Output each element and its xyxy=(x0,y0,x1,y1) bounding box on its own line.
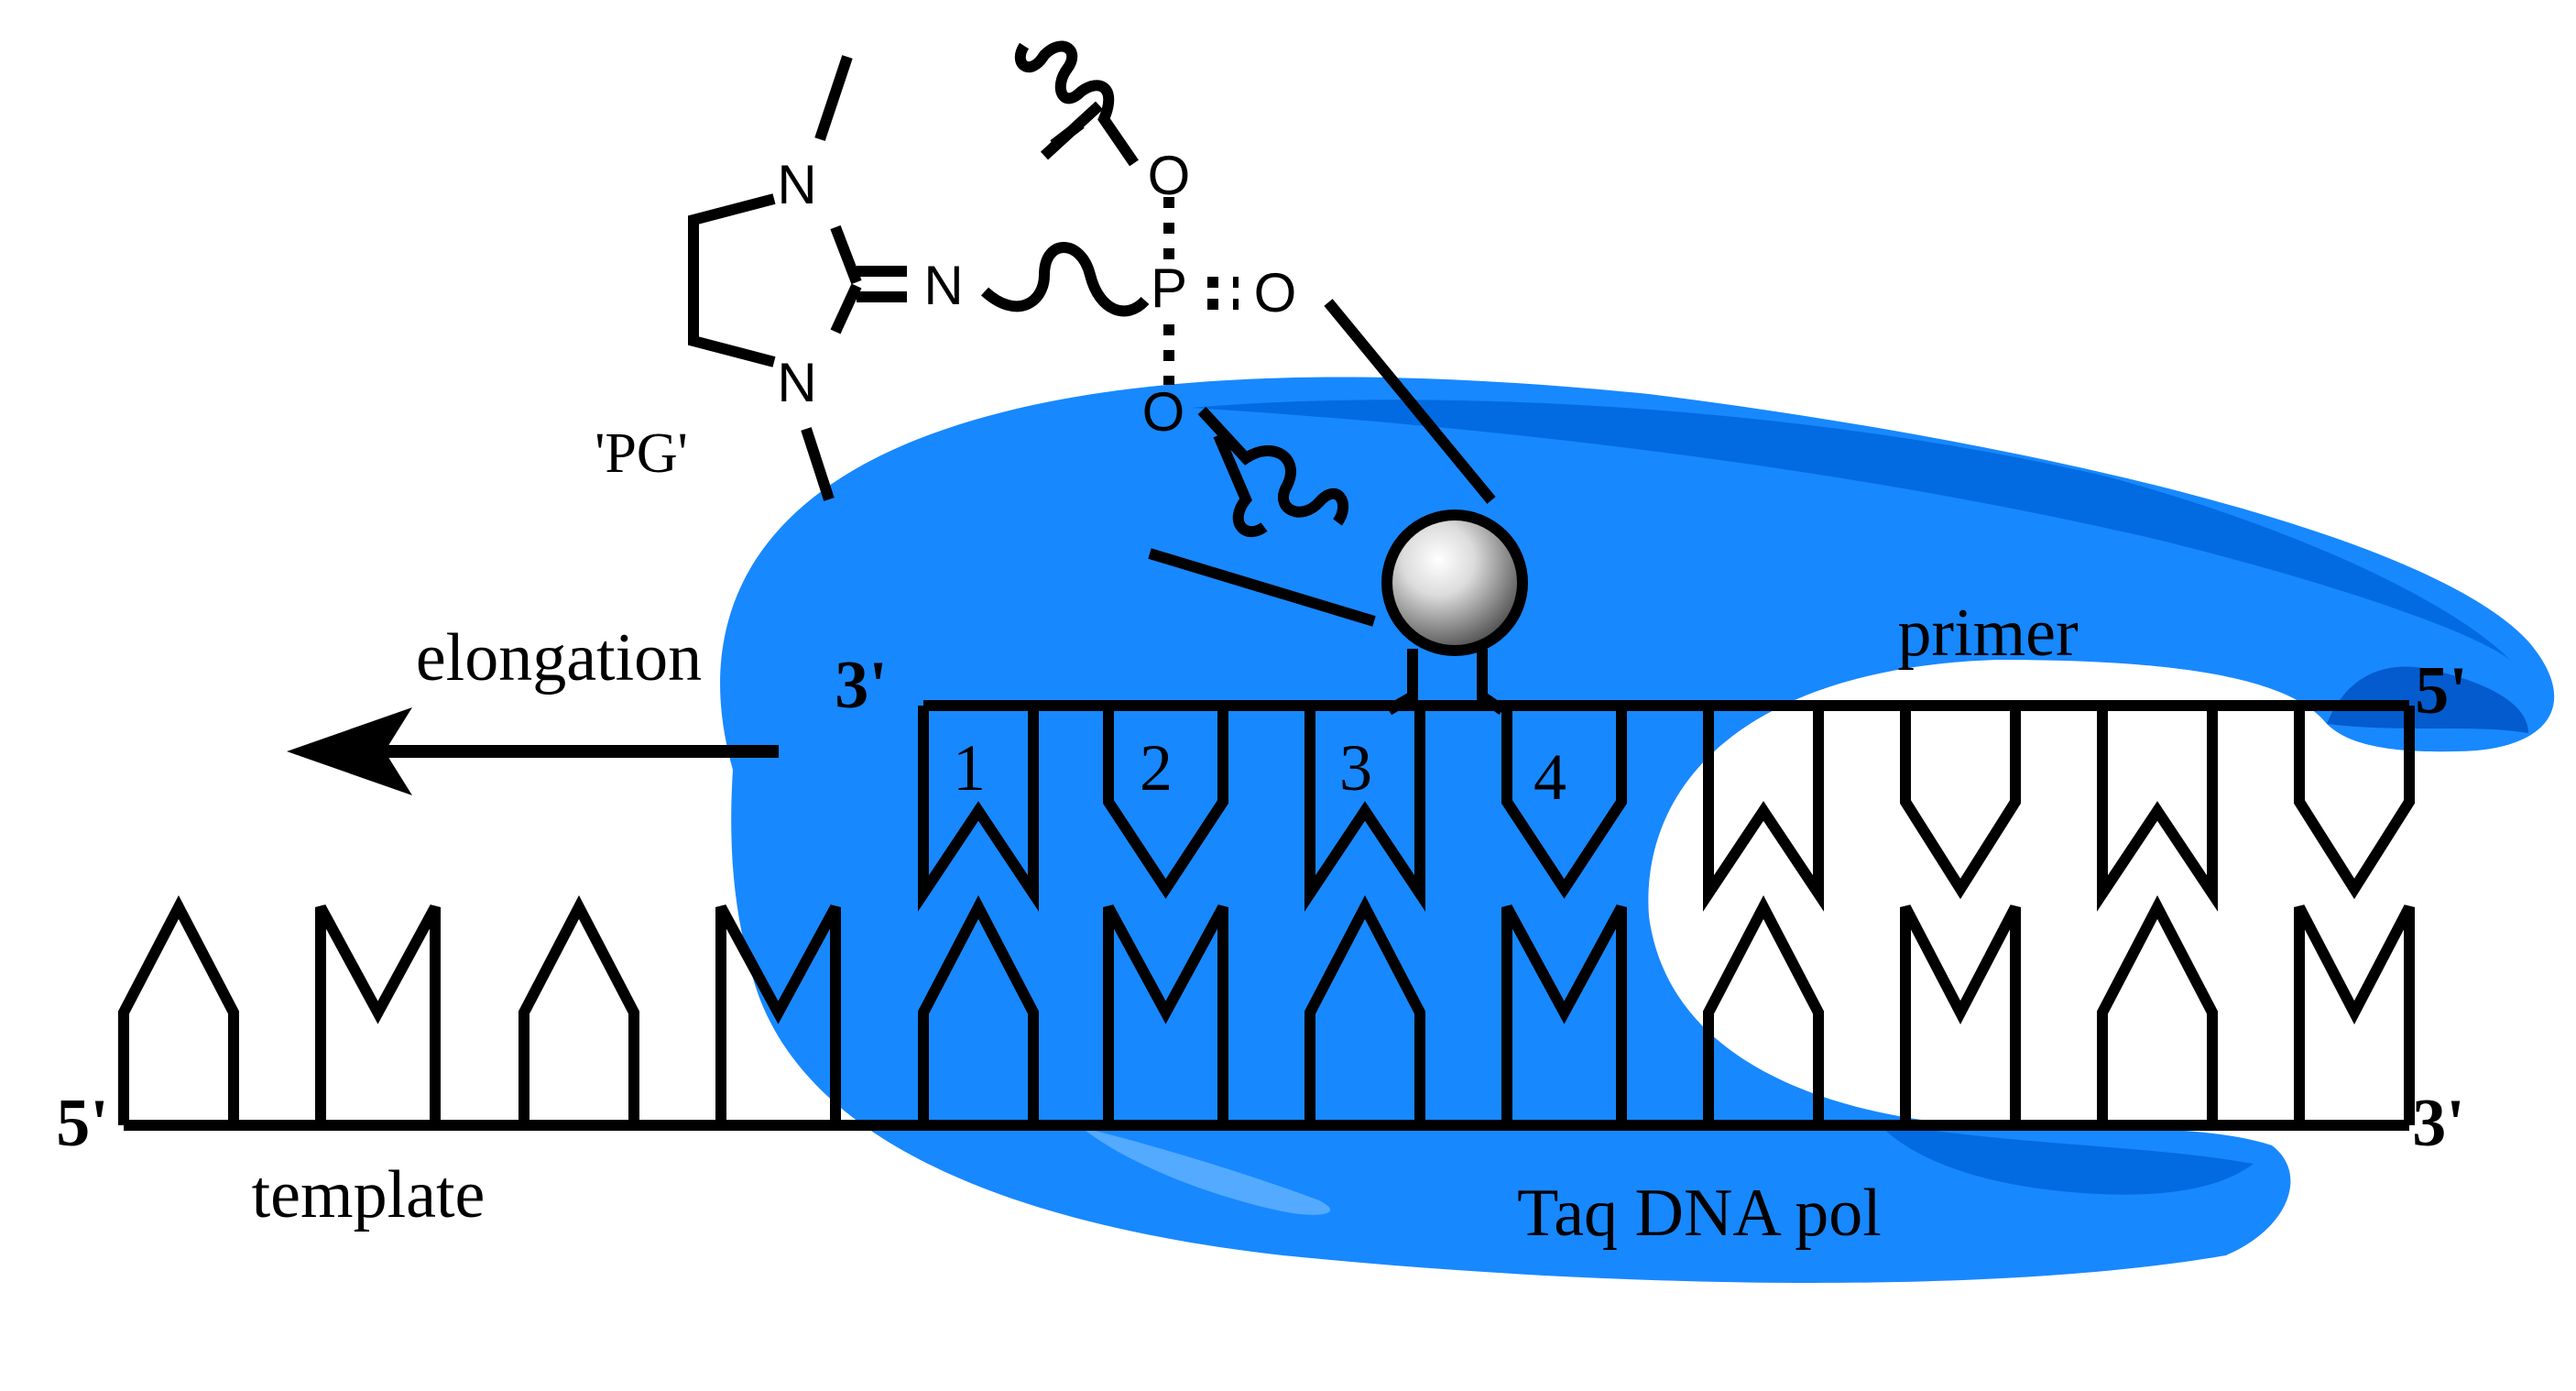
enzyme-shade-top xyxy=(1191,400,2510,660)
label-elongation: elongation xyxy=(416,620,702,696)
bond-n-top-c xyxy=(830,225,862,285)
atom-n-imine: N xyxy=(923,255,963,316)
bond-n-bottom-c xyxy=(830,283,862,334)
enzyme-highlight xyxy=(1081,1127,1331,1215)
label-primer: primer xyxy=(1897,596,2078,671)
atom-p: P xyxy=(1151,257,1187,319)
base-number-4: 4 xyxy=(1534,740,1566,814)
label-taq-dna-pol: Taq DNA pol xyxy=(1517,1176,1882,1251)
atom-o-top: O xyxy=(1148,145,1191,206)
atom-o-bottom: O xyxy=(1142,381,1185,443)
text-labels: elongation template primer Taq DNA pol '… xyxy=(56,422,2468,1251)
atom-n-bottom: N xyxy=(777,352,816,413)
phosphate-dots xyxy=(1163,197,1239,385)
label-template: template xyxy=(252,1157,486,1232)
enzyme-body xyxy=(720,377,2555,1284)
atom-labels: N N N P O O O xyxy=(777,145,1296,443)
linker-wavy xyxy=(980,242,1150,317)
taq-polymerase-shape xyxy=(720,377,2555,1284)
enzyme-shade-bottom xyxy=(1878,1123,2254,1195)
coordination-bond-left xyxy=(1148,548,1376,627)
atom-n-top: N xyxy=(777,154,816,215)
metal-ion-group xyxy=(1148,299,1528,716)
enzyme-shade-right xyxy=(2327,666,2528,733)
ring-left-bonds xyxy=(688,193,776,367)
label-template-5prime: 5' xyxy=(56,1086,109,1161)
atom-o-right: O xyxy=(1254,262,1297,323)
base-number-1: 1 xyxy=(953,731,986,805)
arrow-left-icon xyxy=(287,707,779,795)
label-primer-5prime: 5' xyxy=(2415,653,2468,728)
chemical-structure xyxy=(688,40,1349,538)
coordination-bond-upper xyxy=(1324,299,1496,504)
base-number-2: 2 xyxy=(1140,731,1173,805)
grey-sphere-icon xyxy=(1381,509,1528,656)
label-protecting-group: 'PG' xyxy=(595,422,688,485)
bond-methyl-bottom xyxy=(801,427,835,501)
dna-strands xyxy=(118,700,2415,1131)
bond-methyl-top xyxy=(814,55,853,141)
wavy-bond-top xyxy=(1014,40,1139,167)
label-template-3prime: 3' xyxy=(2412,1086,2465,1161)
base-number-3: 3 xyxy=(1339,731,1372,805)
wavy-bond-bottom xyxy=(1197,406,1349,538)
base-numbers: 1 2 3 4 xyxy=(953,731,1566,814)
linker-to-base-3 xyxy=(1386,649,1418,716)
label-primer-3prime: 3' xyxy=(835,648,888,723)
linker-to-base-4 xyxy=(1477,649,1506,715)
